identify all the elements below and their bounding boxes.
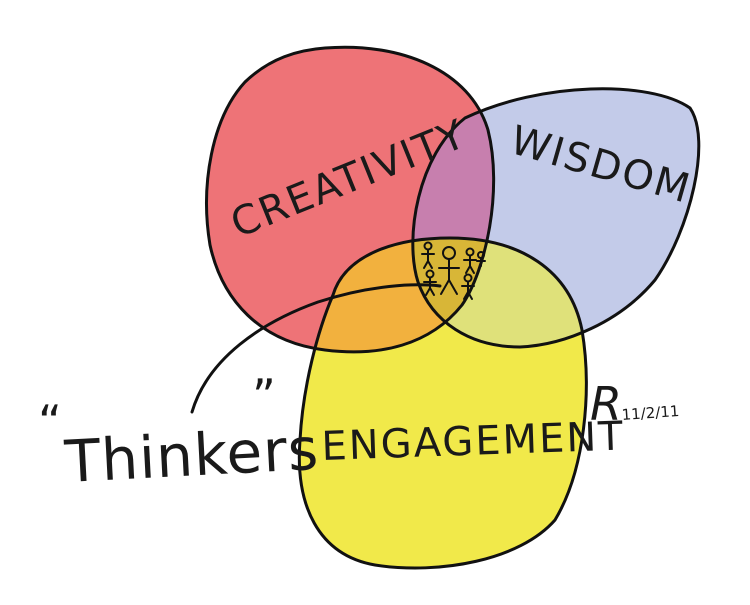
signature-initial: R — [590, 377, 624, 431]
signature-date: 11/2/11 — [621, 402, 680, 424]
wisdom-outline — [411, 87, 701, 349]
close-quote-mark: ” — [252, 369, 278, 423]
wisdom-engagement-overlap — [412, 238, 587, 348]
annotation-leader-line — [190, 283, 442, 414]
creativity-outline — [205, 45, 496, 354]
engagement-label: ENGAGEMENT — [321, 413, 626, 470]
engagement-outline — [297, 236, 588, 570]
thinkers-label: Thinkers — [62, 415, 321, 496]
open-quote-mark: “ — [38, 395, 64, 449]
stick-figures-icon — [421, 241, 486, 300]
creativity-engagement-overlap — [299, 238, 494, 352]
